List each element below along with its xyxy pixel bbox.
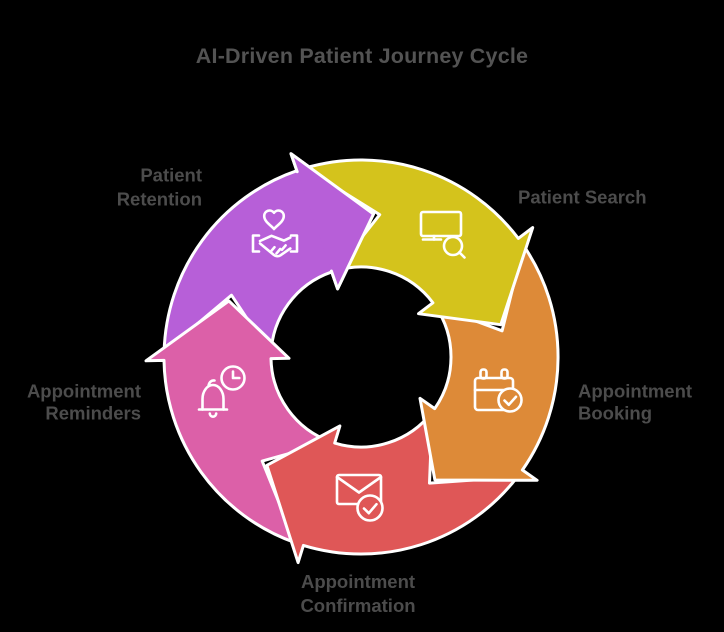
step-label-line: Appointment bbox=[27, 381, 141, 402]
segment-appointment-reminders bbox=[144, 299, 333, 545]
envelope-flap bbox=[335, 475, 383, 494]
diagram-title: AI-Driven Patient Journey Cycle bbox=[195, 44, 529, 68]
magnifier-handle bbox=[458, 251, 466, 259]
step-label-line: Patient bbox=[140, 165, 202, 186]
step-icons bbox=[197, 209, 523, 522]
fingers bbox=[269, 244, 287, 255]
step-label-line: Patient Search bbox=[518, 187, 647, 208]
left-cuff bbox=[251, 234, 261, 253]
step-label-line: Appointment bbox=[578, 381, 692, 402]
segment-patient-retention-head-outline bbox=[289, 152, 375, 291]
bell-clapper bbox=[208, 412, 218, 418]
check-mark bbox=[503, 395, 518, 407]
check-badge bbox=[497, 387, 523, 413]
step-label-line: Booking bbox=[578, 403, 652, 424]
calendar-ring-right bbox=[500, 368, 509, 380]
heart-outline bbox=[262, 209, 286, 231]
cycle-segments bbox=[144, 152, 560, 565]
bell-clock-icon bbox=[197, 365, 246, 418]
handshake-heart-icon bbox=[251, 209, 299, 258]
step-label-line: Confirmation bbox=[300, 595, 415, 616]
magnifier-glass bbox=[442, 235, 464, 257]
step-label-patient-search: Patient Search bbox=[518, 187, 647, 208]
hands-bottom bbox=[258, 242, 292, 258]
check-badge bbox=[356, 494, 384, 522]
right-cuff bbox=[289, 234, 299, 253]
step-label-line: Appointment bbox=[301, 571, 415, 592]
segment-patient-search bbox=[303, 158, 535, 327]
monitor-search-icon bbox=[419, 210, 466, 259]
check-mark bbox=[362, 502, 378, 515]
segment-appointment-booking bbox=[418, 243, 560, 482]
step-label-line: Reminders bbox=[45, 403, 141, 424]
hands-top bbox=[258, 234, 292, 243]
monitor-screen bbox=[419, 210, 463, 238]
mail-check-icon bbox=[335, 473, 384, 522]
bell-curl bbox=[207, 379, 216, 388]
calendar-check-icon bbox=[473, 368, 523, 413]
segment-appointment-confirmation bbox=[265, 410, 519, 565]
bell-dome bbox=[201, 383, 225, 411]
clock-hands bbox=[231, 370, 241, 380]
step-label-line: Retention bbox=[117, 189, 202, 210]
calendar-ring-left bbox=[479, 368, 488, 380]
